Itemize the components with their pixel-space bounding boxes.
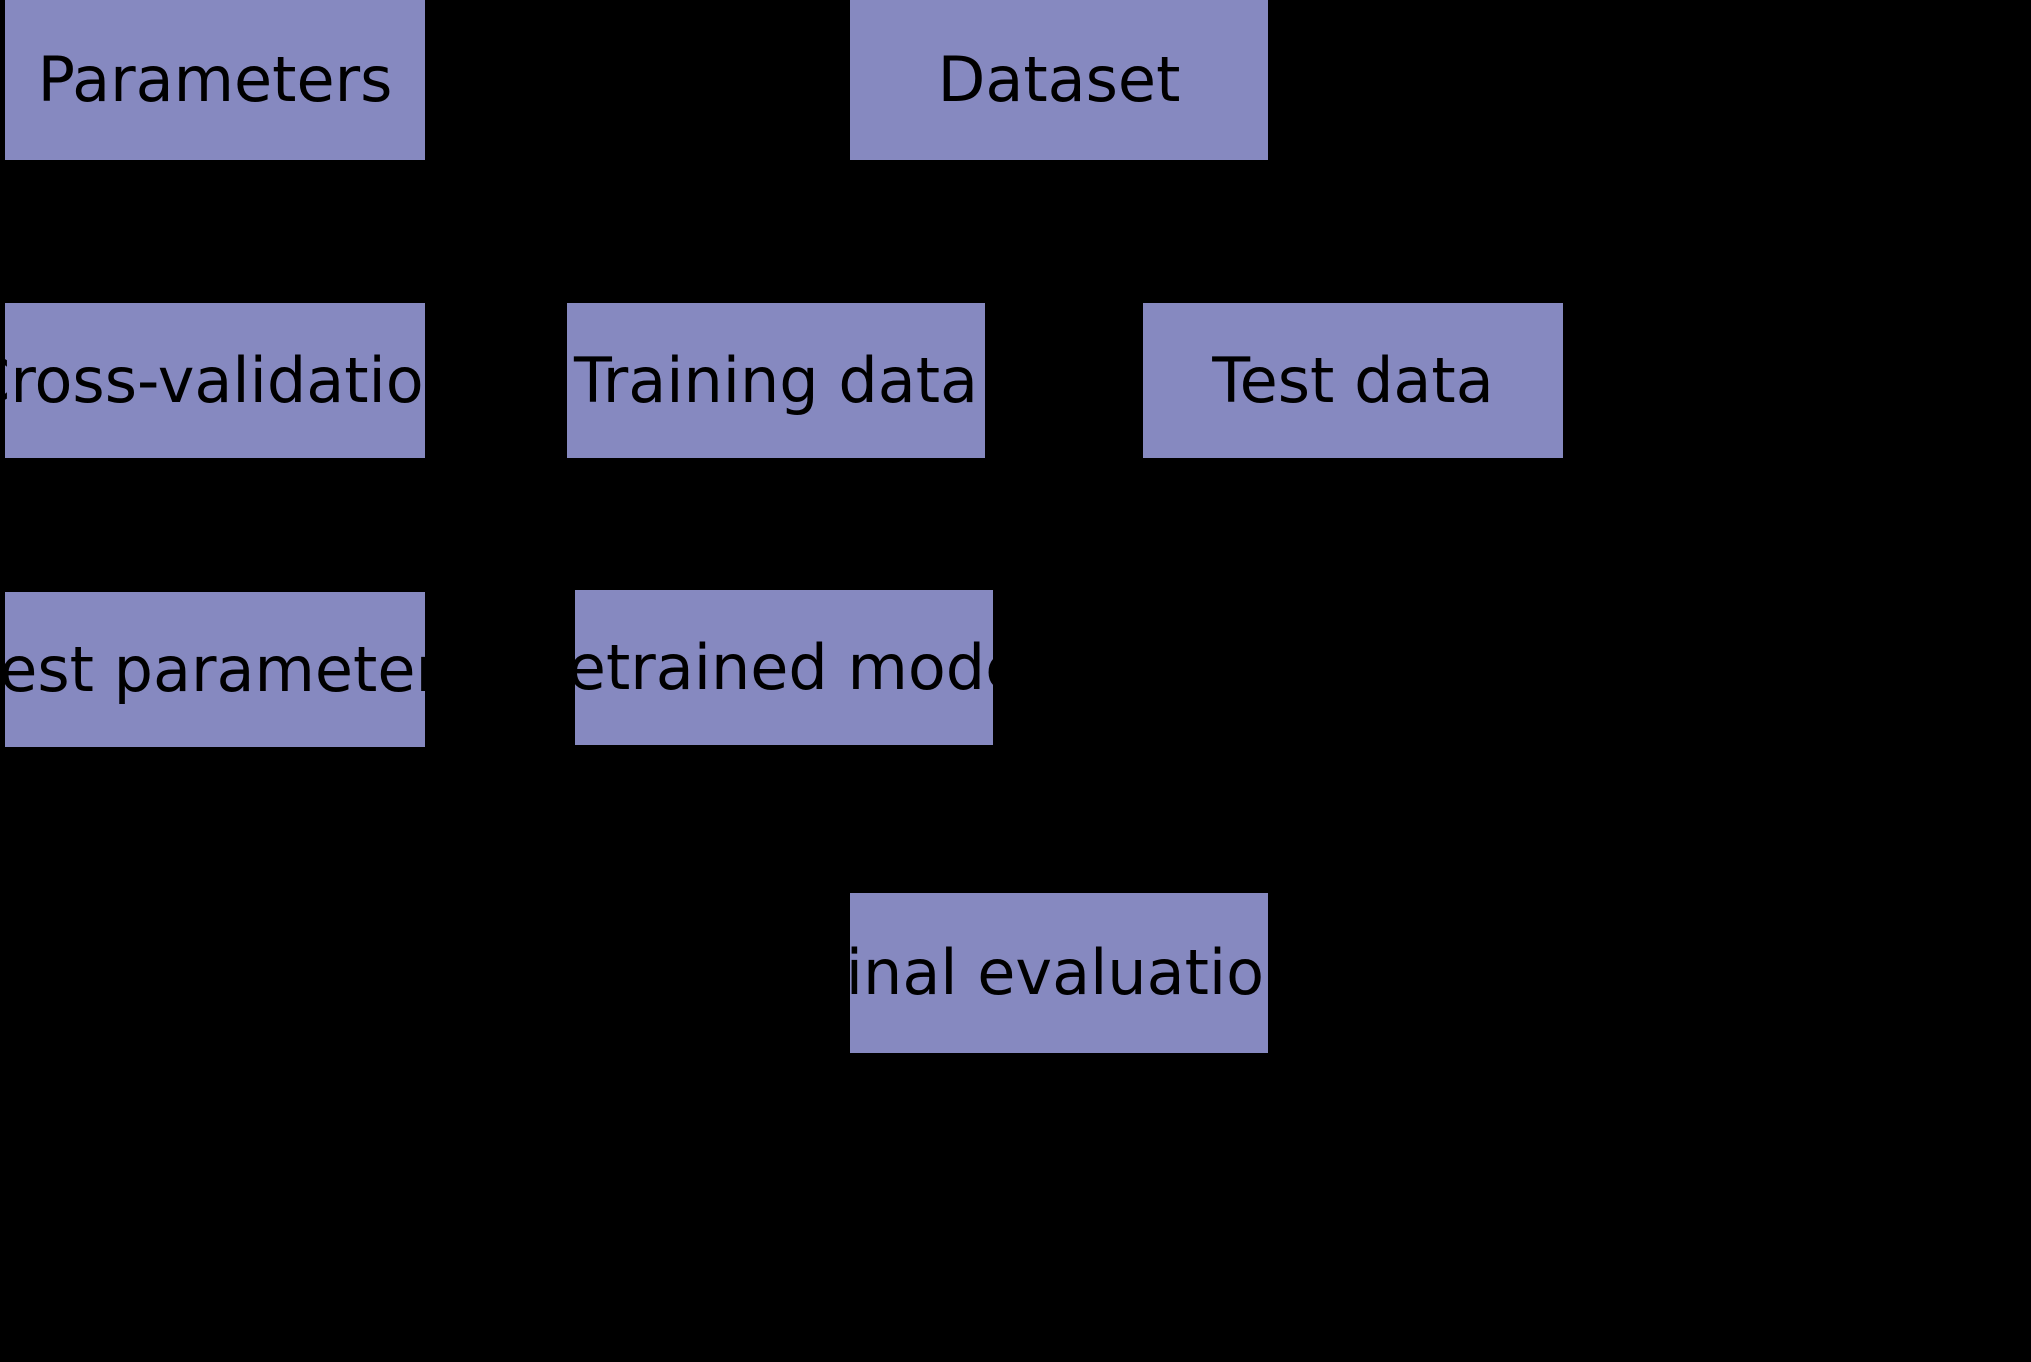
node-final-evaluation-label: Final evaluation [814, 936, 1304, 1010]
node-cross-validation-label: Cross-validation [0, 343, 463, 417]
node-best-parameters[interactable]: Best parameters [0, 592, 473, 747]
node-dataset[interactable]: Dataset [850, 0, 1268, 160]
node-test-data-label: Test data [1212, 343, 1494, 417]
node-training-data-label: Training data [574, 343, 978, 417]
node-cross-validation[interactable]: Cross-validation [0, 303, 463, 458]
node-retrained-model-label: Retrained model [527, 630, 1041, 704]
node-retrained-model[interactable]: Retrained model [528, 590, 1041, 745]
node-final-evaluation[interactable]: Final evaluation [815, 893, 1303, 1053]
node-parameters[interactable]: Parameters [5, 0, 425, 160]
node-training-data[interactable]: Training data [567, 303, 985, 458]
node-parameters-label: Parameters [37, 43, 393, 117]
node-test-data[interactable]: Test data [1143, 303, 1563, 458]
node-dataset-label: Dataset [937, 43, 1181, 117]
node-best-parameters-label: Best parameters [0, 632, 474, 706]
